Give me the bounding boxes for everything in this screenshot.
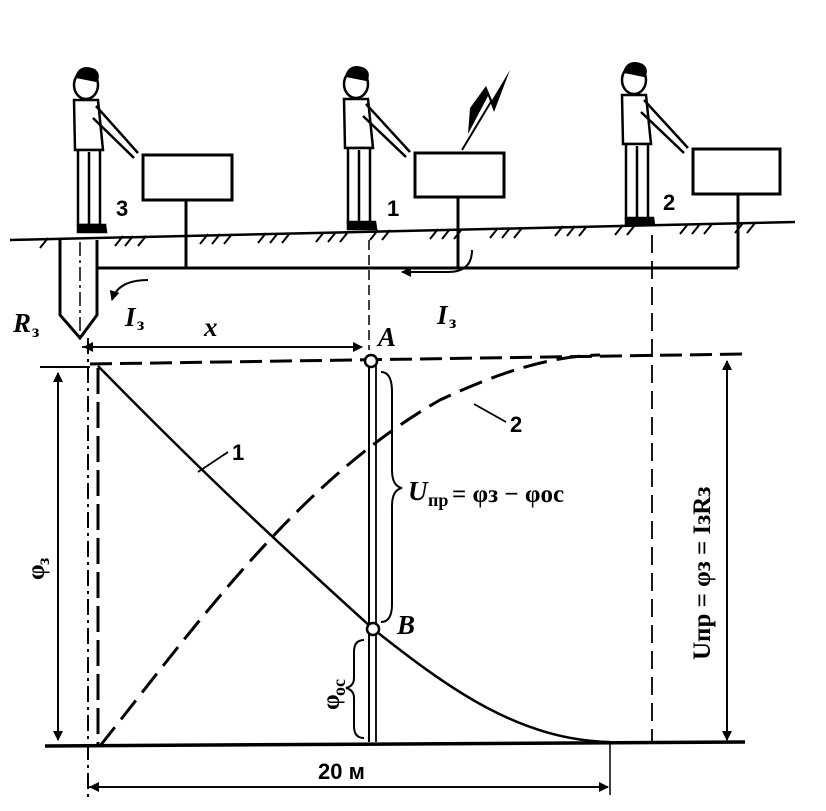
svg-text:з: з xyxy=(137,314,144,334)
person-label-1: 1 xyxy=(387,196,399,221)
underground-conductor xyxy=(97,193,740,270)
person-icon-3 xyxy=(72,67,139,234)
rz-label: R з xyxy=(12,308,39,341)
point-a-marker xyxy=(363,353,379,369)
current-arrow-left xyxy=(109,279,149,301)
svg-text:R: R xyxy=(12,308,31,338)
svg-text:I: I xyxy=(124,302,137,332)
ground-electrode xyxy=(58,240,99,341)
zero-potential-baseline xyxy=(44,740,746,748)
ground-potential-level xyxy=(89,352,746,366)
current-arrow-right xyxy=(401,249,473,277)
phi-z-dimension xyxy=(40,366,90,741)
point-a-label: A xyxy=(376,322,396,352)
ground-hatching xyxy=(39,222,756,249)
svg-text:ос: ос xyxy=(329,679,349,696)
guide-lines xyxy=(87,235,653,800)
brace-phi-os xyxy=(345,639,365,739)
svg-text:φ: φ xyxy=(318,694,345,710)
iz-label-left: I з xyxy=(124,302,144,334)
curve-1-potential xyxy=(97,365,611,744)
ground xyxy=(9,220,796,249)
equipment-box-3 xyxy=(141,153,234,202)
svg-text:φ: φ xyxy=(23,564,50,580)
point-b-label: B xyxy=(396,610,415,640)
svg-text:з: з xyxy=(33,558,53,565)
distance-label: 20 м xyxy=(318,759,365,784)
iz-label-right: I з xyxy=(436,300,456,332)
phi-os-label: φ ос xyxy=(318,679,349,710)
upr-formula: U пр = φз − φос xyxy=(408,476,564,510)
lightning-icon xyxy=(468,70,510,134)
equipment-box-1 xyxy=(413,151,506,199)
curve-label-1: 1 xyxy=(232,440,244,465)
phi-z-label: φ з xyxy=(23,558,53,580)
svg-text:з: з xyxy=(32,321,39,341)
person-label-2: 2 xyxy=(663,190,675,215)
measure-line-ab xyxy=(368,362,377,742)
curve-2-potential xyxy=(98,353,601,747)
distance-dimension xyxy=(88,742,611,795)
brace-upr xyxy=(380,371,403,623)
svg-text:пр: пр xyxy=(428,490,448,510)
curve-label-2: 2 xyxy=(510,412,522,437)
right-formula-label: Uпр = φз = IзRз xyxy=(689,487,716,660)
person-label-3: 3 xyxy=(116,196,128,221)
x-label: x xyxy=(203,312,218,342)
svg-text:з: з xyxy=(449,312,456,332)
svg-text:U: U xyxy=(408,476,429,506)
point-b-marker xyxy=(365,621,381,637)
equipment-box-2 xyxy=(691,147,782,196)
person-icon-1 xyxy=(342,66,411,231)
svg-text:= φз − φос: = φз − φос xyxy=(452,481,564,508)
svg-text:I: I xyxy=(436,300,449,330)
person-icon-2 xyxy=(620,62,689,227)
